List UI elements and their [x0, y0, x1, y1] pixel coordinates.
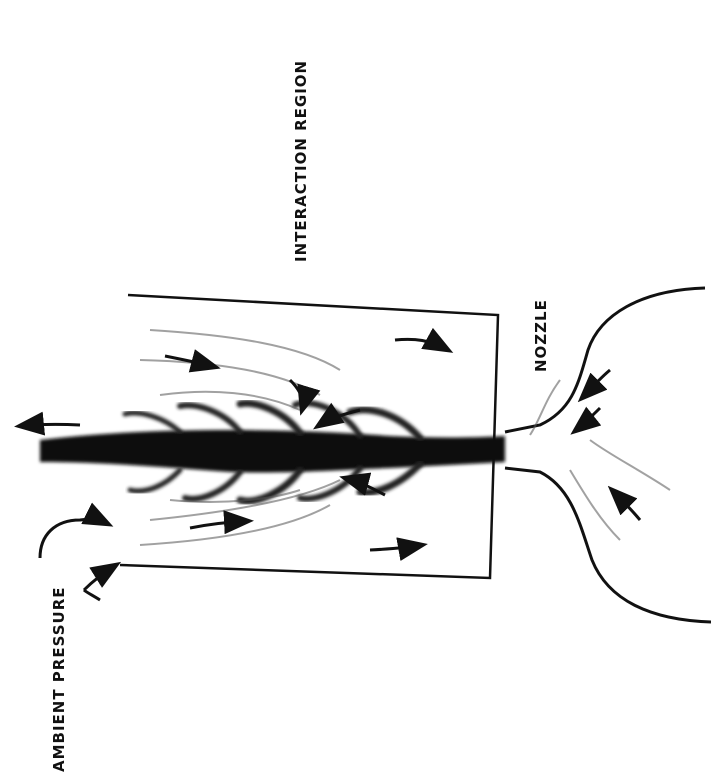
upper-recirc-arrow-2 — [395, 339, 448, 350]
reservoir-contour-lower — [505, 468, 711, 622]
nozzle-inflow-arrow-upper — [575, 408, 600, 431]
lower-recirc-arrow-1 — [190, 521, 248, 528]
lower-recirc-arrow-2 — [370, 545, 422, 550]
jet-exit-arrow — [20, 424, 80, 426]
ambient-pressure-label: AMBIENT PRESSURE — [50, 586, 68, 772]
nozzle-label: NOZZLE — [532, 299, 550, 372]
nozzle-inflow-arrow-upper-2 — [582, 370, 610, 398]
ambient-pointer-lower — [84, 565, 116, 600]
nozzle-inflow-arrow-lower — [612, 490, 640, 520]
interaction-region-label: INTERACTION REGION — [292, 60, 310, 262]
jet-plume — [40, 403, 505, 501]
ambient-pointer-upper — [40, 519, 108, 558]
